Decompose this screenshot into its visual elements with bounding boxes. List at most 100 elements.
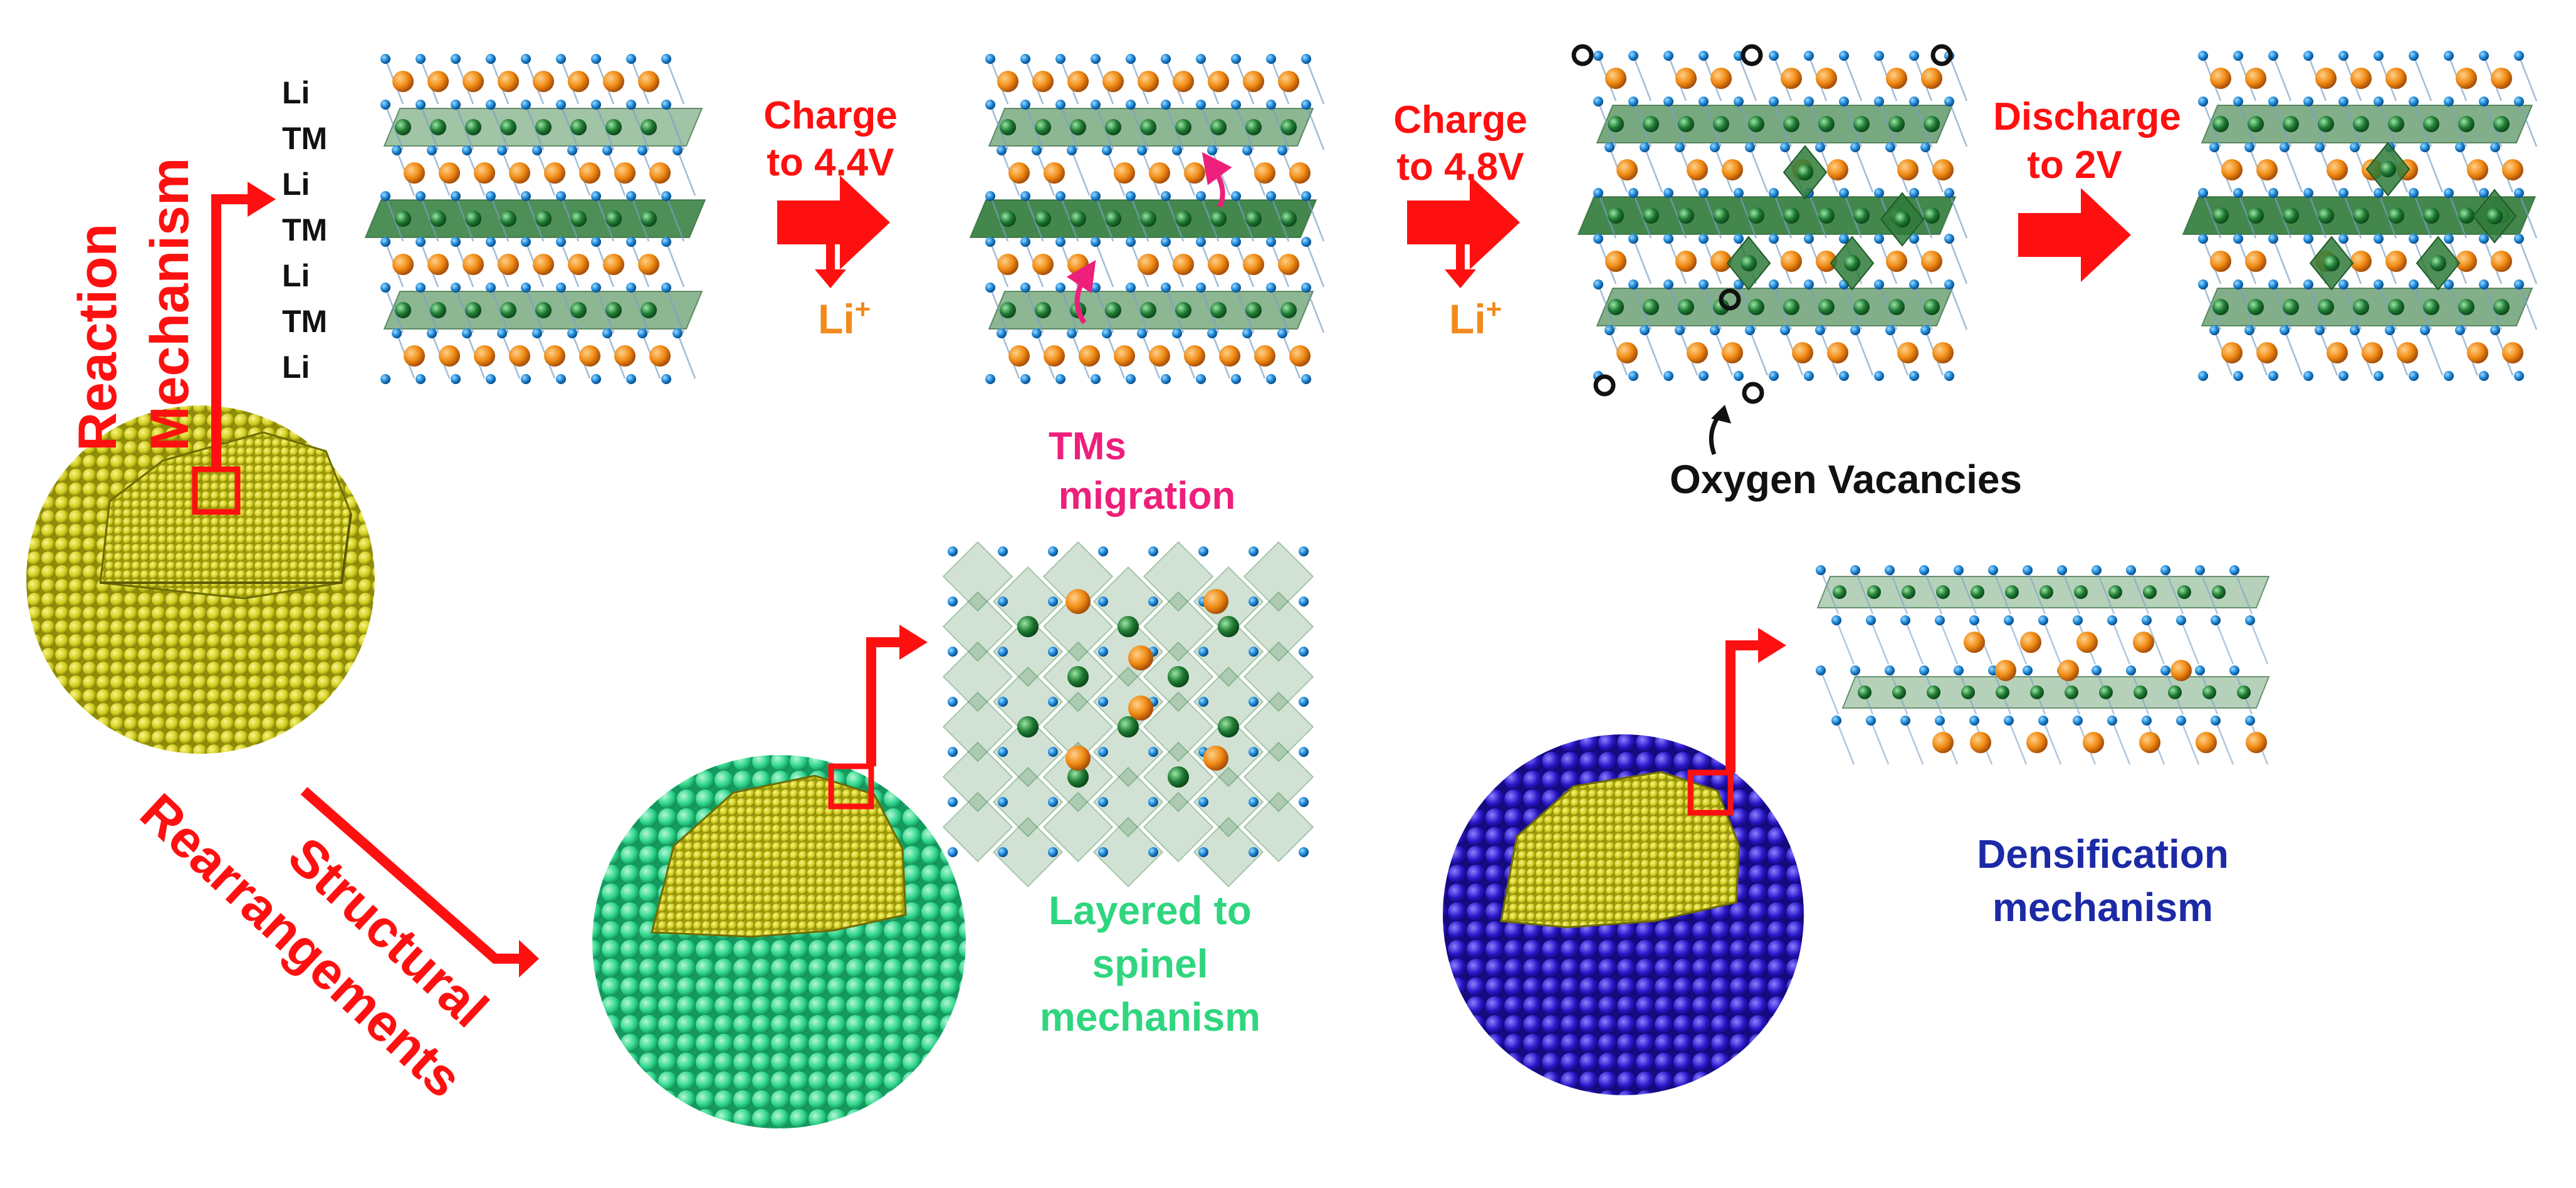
oxygen-atom bbox=[1231, 283, 1241, 293]
oxygen-atom bbox=[1734, 234, 1744, 244]
oxygen-atom bbox=[1196, 237, 1206, 247]
transition-metal-atom bbox=[2248, 299, 2264, 315]
oxygen-atom bbox=[1769, 234, 1779, 244]
oxygen-atom bbox=[1198, 847, 1208, 857]
layer-label: Li bbox=[282, 258, 310, 293]
transition-metal-atom bbox=[1105, 302, 1121, 318]
transition-metal-atom bbox=[2212, 116, 2229, 132]
oxygen-atom bbox=[2444, 96, 2454, 107]
transition-metal-atom bbox=[1748, 207, 1764, 224]
spinel-octahedron bbox=[942, 541, 1013, 612]
oxygen-atom bbox=[2338, 96, 2348, 107]
oxygen-atom bbox=[1663, 51, 1673, 61]
transition-metal-atom bbox=[2318, 299, 2334, 315]
oxygen-atom bbox=[2409, 51, 2419, 61]
oxygen-atom bbox=[1804, 51, 1814, 61]
transition-metal-atom bbox=[2283, 299, 2299, 315]
transition-metal-atom bbox=[1067, 766, 1089, 788]
lithium-atom bbox=[2491, 251, 2512, 272]
transition-metal-atom bbox=[1140, 119, 1156, 135]
oxygen-atom bbox=[673, 328, 683, 338]
side-label-line: Reaction bbox=[68, 224, 128, 451]
oxygen-atom bbox=[1874, 279, 1884, 289]
oxygen-atom bbox=[661, 283, 671, 293]
spinel-octahedron bbox=[992, 766, 1064, 838]
oxygen-atom bbox=[1944, 371, 1954, 381]
lithium-atom bbox=[1044, 162, 1065, 184]
oxygen-atom bbox=[998, 847, 1008, 857]
oxygen-atom bbox=[1734, 188, 1744, 198]
lithium-atom bbox=[2327, 159, 2348, 180]
oxygen-atom bbox=[1301, 237, 1311, 247]
oxygen-atom bbox=[2073, 716, 2083, 726]
oxygen-atom bbox=[2126, 565, 2136, 575]
transition-metal-atom bbox=[2493, 299, 2510, 315]
oxygen-atom bbox=[2268, 51, 2278, 61]
oxygen-atom bbox=[1850, 325, 1860, 335]
lithium-atom bbox=[2170, 660, 2192, 681]
oxygen-atom bbox=[2244, 325, 2254, 335]
oxygen-atom bbox=[661, 100, 671, 110]
oxygen-atom bbox=[1628, 96, 1638, 107]
oxygen-atom bbox=[2479, 188, 2489, 198]
oxygen-atom bbox=[451, 283, 461, 293]
tm-octahedral-layer bbox=[1577, 196, 1957, 235]
connector-arrows bbox=[211, 194, 1761, 964]
oxygen-atom bbox=[1301, 191, 1311, 201]
transition-metal-atom bbox=[570, 211, 587, 227]
oxygen-atom bbox=[1663, 279, 1673, 289]
oxygen-atom bbox=[1699, 51, 1709, 61]
oxygen-atom bbox=[1098, 747, 1108, 757]
oxygen-atom bbox=[486, 191, 496, 201]
lithium-atom bbox=[997, 254, 1018, 275]
oxygen-atom bbox=[2514, 51, 2524, 61]
lithium-atom bbox=[1687, 342, 1708, 363]
oxygen-atom bbox=[556, 54, 566, 64]
oxygen-atom bbox=[1816, 665, 1826, 675]
oxygen-atom bbox=[1734, 96, 1744, 107]
transition-metal-atom bbox=[1678, 207, 1694, 224]
lithium-atom bbox=[1932, 732, 1954, 753]
oxygen-atom bbox=[2229, 565, 2239, 575]
oxygen-atom bbox=[1137, 145, 1147, 155]
oxygen-atom bbox=[2107, 615, 2117, 625]
lithium-atom bbox=[2350, 68, 2372, 89]
oxygen-atom bbox=[1091, 374, 1101, 384]
transition-metal-atom bbox=[2039, 585, 2053, 599]
oxygen-atom bbox=[1874, 96, 1884, 107]
oxygen-atom bbox=[2057, 565, 2067, 575]
oxygen-atom bbox=[2004, 716, 2014, 726]
oxygen-atom bbox=[2374, 188, 2384, 198]
oxygen-atom bbox=[1055, 374, 1065, 384]
transition-metal-atom bbox=[2458, 207, 2474, 224]
lithium-atom bbox=[1886, 251, 1907, 272]
oxygen-atom bbox=[1885, 665, 1895, 675]
oxygen-atom bbox=[2315, 325, 2325, 335]
oxygen-atom bbox=[1804, 279, 1814, 289]
oxygen-atom bbox=[486, 237, 496, 247]
spinel-octahedron bbox=[942, 691, 1013, 763]
lithium-atom bbox=[1970, 732, 1991, 753]
transition-metal-atom bbox=[2423, 207, 2439, 224]
transition-metal-atom bbox=[1035, 211, 1051, 227]
highlight-box bbox=[1687, 769, 1734, 816]
oxygen-atom bbox=[1091, 191, 1101, 201]
transition-metal-atom bbox=[1210, 211, 1227, 227]
transition-metal-atom bbox=[430, 119, 446, 135]
lithium-atom bbox=[1687, 159, 1708, 180]
oxygen-atom bbox=[1098, 797, 1108, 807]
layered-crystal bbox=[1577, 51, 1968, 381]
oxygen-atom bbox=[2198, 51, 2208, 61]
oxygen-atom bbox=[1277, 328, 1287, 338]
oxygen-atom bbox=[1299, 647, 1309, 657]
oxygen-atom bbox=[2023, 565, 2033, 575]
lithium-atom bbox=[997, 71, 1018, 92]
oxygen-atom bbox=[1885, 565, 1895, 575]
step-arrow-3-icon bbox=[2018, 188, 2131, 282]
oxygen-atom bbox=[486, 283, 496, 293]
lithium-atom bbox=[439, 345, 460, 367]
lithium-atom bbox=[2221, 159, 2243, 180]
oxygen-atom bbox=[2268, 234, 2278, 244]
lithium-atom bbox=[1278, 71, 1299, 92]
oxygen-atom bbox=[1196, 54, 1206, 64]
